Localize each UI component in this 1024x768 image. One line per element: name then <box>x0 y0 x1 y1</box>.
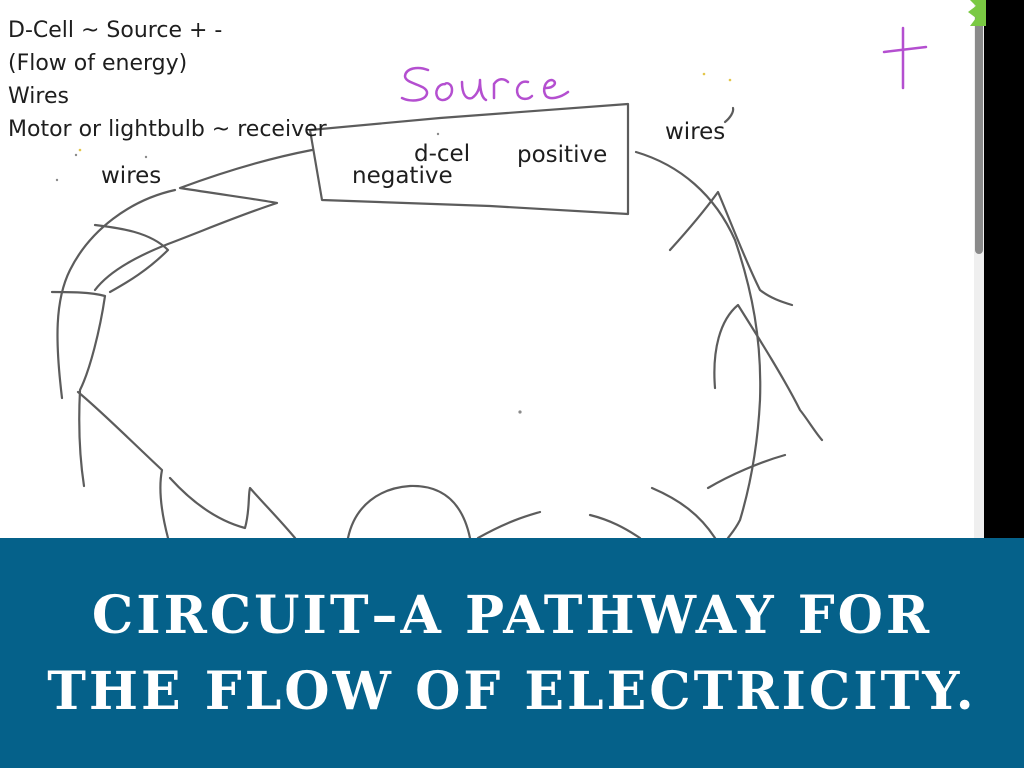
note-line: (Flow of energy) <box>8 51 188 76</box>
wire-right-zig <box>668 190 794 307</box>
label-d-cel: d-cel <box>414 141 471 167</box>
label-positive: positive <box>517 142 608 168</box>
drawing-canvas[interactable]: D-Cell ~ Source + - (Flow of energy) Wir… <box>0 0 974 538</box>
note-line: D-Cell ~ Source + - <box>8 18 223 43</box>
wire-bottom-d <box>650 486 717 538</box>
wire-left-cross <box>50 290 107 488</box>
d-cell-box <box>308 102 630 216</box>
caption-line-1: CIRCUIT–A PATHWAY FOR <box>91 585 933 646</box>
circuit-sketch <box>50 26 928 538</box>
wire-left-top <box>93 148 314 292</box>
note-line: Wires <box>8 84 69 109</box>
wire-right-top <box>634 150 762 538</box>
label-negative: negative <box>352 163 453 189</box>
caption-title: CIRCUIT–A PATHWAY FOR THE FLOW OF ELECTR… <box>0 578 1024 730</box>
handwritten-plus <box>882 26 928 90</box>
caption-line-2: THE FLOW OF ELECTRICITY. <box>47 661 977 722</box>
notes-list: D-Cell ~ Source + - (Flow of energy) Wir… <box>8 14 327 146</box>
wire-bottom-b <box>476 510 542 538</box>
scrollbar-track[interactable] <box>974 0 984 538</box>
wire-left-mid <box>93 223 170 294</box>
right-edge-panel <box>984 0 1024 538</box>
note-line: Motor or lightbulb ~ receiver <box>8 117 327 142</box>
wire-right-hook <box>723 106 735 124</box>
wire-left-loop <box>56 188 177 400</box>
label-wires-left: wires <box>101 163 162 189</box>
caption-band <box>0 538 1024 768</box>
wire-bottom-c <box>588 513 642 538</box>
wire-right-low <box>706 453 787 490</box>
wire-left-bottom <box>76 390 170 538</box>
wire-right-mid <box>713 303 824 442</box>
label-wires-right: wires <box>665 119 726 145</box>
wire-bottom-a <box>168 476 297 538</box>
corner-tab-icon[interactable] <box>966 0 986 26</box>
handwritten-source <box>400 66 570 102</box>
wire-bottom-loop <box>346 484 472 538</box>
scrollbar-thumb[interactable] <box>975 4 983 254</box>
